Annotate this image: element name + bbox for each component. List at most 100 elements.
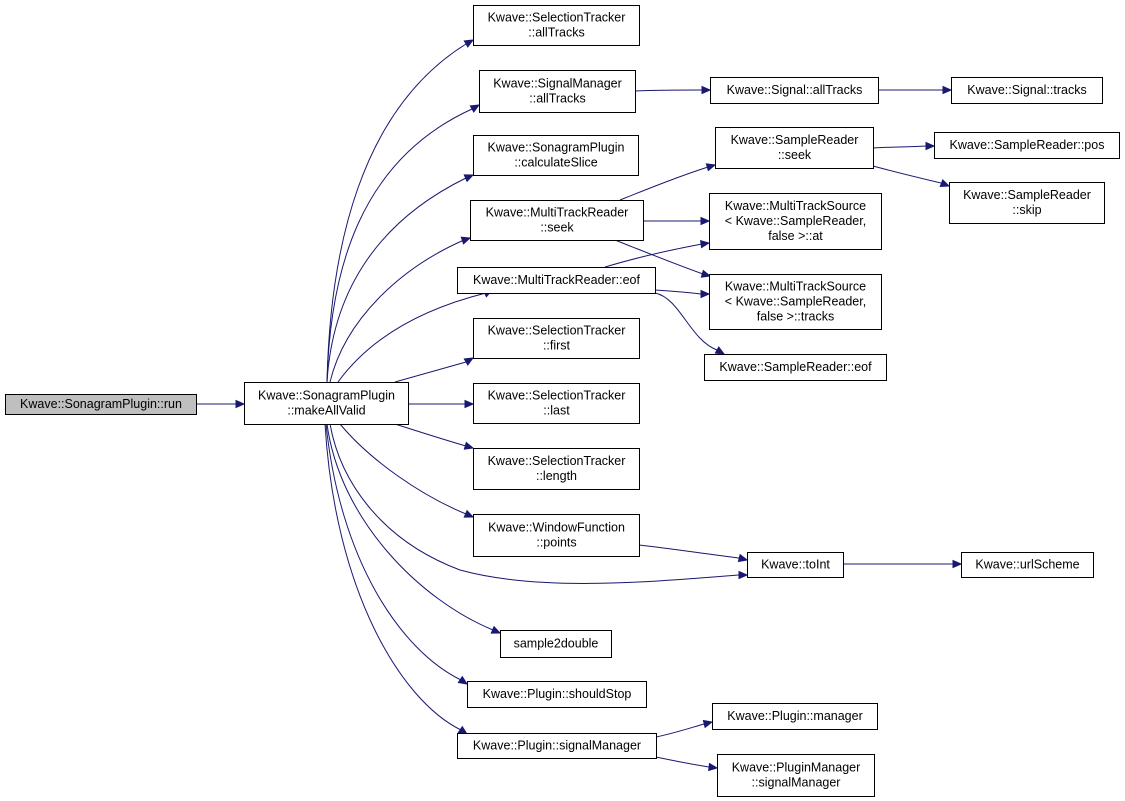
arrowhead-icon xyxy=(705,163,717,172)
node-label-line: Kwave::SampleReader::pos xyxy=(950,138,1105,152)
arrowhead-icon xyxy=(463,441,475,450)
edge-makeAllValid-to-calcSlice xyxy=(326,174,475,383)
node-label-line: ::points xyxy=(536,535,576,549)
arrowhead-icon xyxy=(464,399,475,409)
node-mts-tracks[interactable]: Kwave::MultiTrackSource< Kwave::SampleRe… xyxy=(709,274,882,330)
node-sel-first[interactable]: Kwave::SelectionTracker::first xyxy=(473,318,640,359)
node-sel-all-tracks[interactable]: Kwave::SelectionTracker::allTracks xyxy=(473,5,640,46)
node-label-line: Kwave::MultiTrackReader::eof xyxy=(473,273,640,287)
node-mts-at[interactable]: Kwave::MultiTrackSource< Kwave::SampleRe… xyxy=(709,193,882,250)
edge-mtrSeek-to-mtsTracks xyxy=(614,239,712,278)
arrowhead-icon xyxy=(700,289,711,299)
edge-srSeek-to-srSkip xyxy=(872,165,951,188)
node-sel-last[interactable]: Kwave::SelectionTracker::last xyxy=(473,383,640,424)
node-box xyxy=(470,200,644,241)
node-label-line: false >::tracks xyxy=(757,309,834,323)
edge-run-to-makeAllValid xyxy=(195,399,246,409)
edge-makeAllValid-to-selAllTracks xyxy=(326,39,475,383)
node-sr-seek[interactable]: Kwave::SampleReader::seek xyxy=(715,127,874,169)
arrowhead-icon xyxy=(457,725,469,735)
node-sel-length[interactable]: Kwave::SelectionTracker::length xyxy=(473,448,640,490)
edge-line xyxy=(326,423,494,631)
node-label-line: Kwave::MultiTrackReader xyxy=(486,205,629,219)
node-label-line: < Kwave::SampleReader, xyxy=(725,214,866,228)
node-label-line: Kwave::SampleReader xyxy=(963,188,1091,202)
node-label-line: Kwave::MultiTrackSource xyxy=(725,199,866,213)
node-to-int[interactable]: Kwave::toInt xyxy=(747,552,844,578)
arrowhead-icon xyxy=(738,570,749,580)
edge-line xyxy=(394,423,467,447)
node-should-stop[interactable]: Kwave::Plugin::shouldStop xyxy=(467,681,647,708)
edge-makeAllValid-to-selLength xyxy=(394,423,475,450)
node-calc-slice[interactable]: Kwave::SonagramPlugin::calculateSlice xyxy=(473,135,639,176)
edge-line xyxy=(604,243,703,268)
arrowhead-icon xyxy=(925,141,936,151)
arrowhead-icon xyxy=(469,104,481,113)
edge-line xyxy=(654,292,718,351)
arrowhead-icon xyxy=(235,399,246,409)
node-box xyxy=(949,182,1105,224)
arrowhead-icon xyxy=(939,179,951,188)
node-url-scheme[interactable]: Kwave::urlScheme xyxy=(961,552,1094,578)
edge-makeAllValid-to-s2d xyxy=(326,423,502,634)
node-pm-sig-mgr[interactable]: Kwave::PluginManager::signalManager xyxy=(717,754,875,797)
node-box xyxy=(473,448,640,490)
node-label-line: ::skip xyxy=(1012,203,1041,217)
node-run[interactable]: Kwave::SonagramPlugin::run xyxy=(5,394,197,415)
node-label-line: Kwave::Signal::tracks xyxy=(967,83,1087,97)
node-label-line: ::length xyxy=(536,469,577,483)
arrowhead-icon xyxy=(463,39,475,48)
node-box xyxy=(747,552,844,578)
arrowhead-icon xyxy=(737,553,749,563)
node-mtr-eof[interactable]: Kwave::MultiTrackReader::eof xyxy=(457,267,656,294)
node-label-line: Kwave::SampleReader::eof xyxy=(719,360,872,374)
node-make-all-valid[interactable]: Kwave::SonagramPlugin::makeAllValid xyxy=(244,382,409,425)
node-label-line: Kwave::SignalManager xyxy=(493,76,622,90)
node-plug-mgr[interactable]: Kwave::Plugin::manager xyxy=(712,703,878,730)
node-wf-points[interactable]: Kwave::WindowFunction::points xyxy=(473,514,640,557)
edge-makeAllValid-to-wfPoints xyxy=(339,423,475,518)
node-sr-pos[interactable]: Kwave::SampleReader::pos xyxy=(934,132,1120,159)
node-sr-skip[interactable]: Kwave::SampleReader::skip xyxy=(949,182,1105,224)
edge-mtrSeek-to-mtsAt xyxy=(643,216,711,226)
edge-line xyxy=(324,423,462,731)
arrowhead-icon xyxy=(699,239,711,249)
edge-mtrEof-to-mtsTracks xyxy=(654,289,711,299)
edge-line xyxy=(339,423,467,515)
edge-line xyxy=(394,361,467,383)
node-box xyxy=(473,514,640,557)
node-label-line: Kwave::urlScheme xyxy=(975,557,1079,571)
node-s2d[interactable]: sample2double xyxy=(500,630,612,658)
node-signal-tracks[interactable]: Kwave::Signal::tracks xyxy=(951,77,1103,104)
node-sig-mgr-all-tracks[interactable]: Kwave::SignalManager::allTracks xyxy=(479,70,636,113)
edge-makeAllValid-to-sigMgrAllTracks xyxy=(326,104,481,383)
node-mtr-seek[interactable]: Kwave::MultiTrackReader::seek xyxy=(470,200,644,241)
edge-line xyxy=(325,423,462,681)
edge-mtrSeek-to-srSeek xyxy=(619,163,717,201)
node-sr-eof[interactable]: Kwave::SampleReader::eof xyxy=(704,354,887,381)
node-label-line: sample2double xyxy=(514,636,599,650)
node-box xyxy=(457,733,657,759)
node-label-line: Kwave::Plugin::signalManager xyxy=(473,738,641,752)
node-signal-all-tracks[interactable]: Kwave::Signal::allTracks xyxy=(710,77,879,104)
edge-line xyxy=(619,166,709,201)
node-box xyxy=(473,135,639,176)
node-box xyxy=(457,267,656,294)
edge-line xyxy=(614,239,704,275)
edge-line xyxy=(655,723,705,738)
edge-line xyxy=(872,145,927,149)
node-box xyxy=(473,5,640,46)
arrowhead-icon xyxy=(490,625,502,634)
node-plug-sig-mgr[interactable]: Kwave::Plugin::signalManager xyxy=(457,733,657,759)
node-label-line: Kwave::PluginManager xyxy=(732,760,861,774)
arrowhead-icon xyxy=(463,509,475,518)
node-box xyxy=(715,127,874,169)
arrowhead-icon xyxy=(457,675,469,685)
node-box xyxy=(712,703,878,730)
node-box xyxy=(709,274,882,330)
node-label-line: Kwave::SelectionTracker xyxy=(488,10,626,24)
edge-line xyxy=(654,289,702,295)
arrowhead-icon xyxy=(708,762,719,772)
node-label-line: ::allTracks xyxy=(528,25,585,39)
